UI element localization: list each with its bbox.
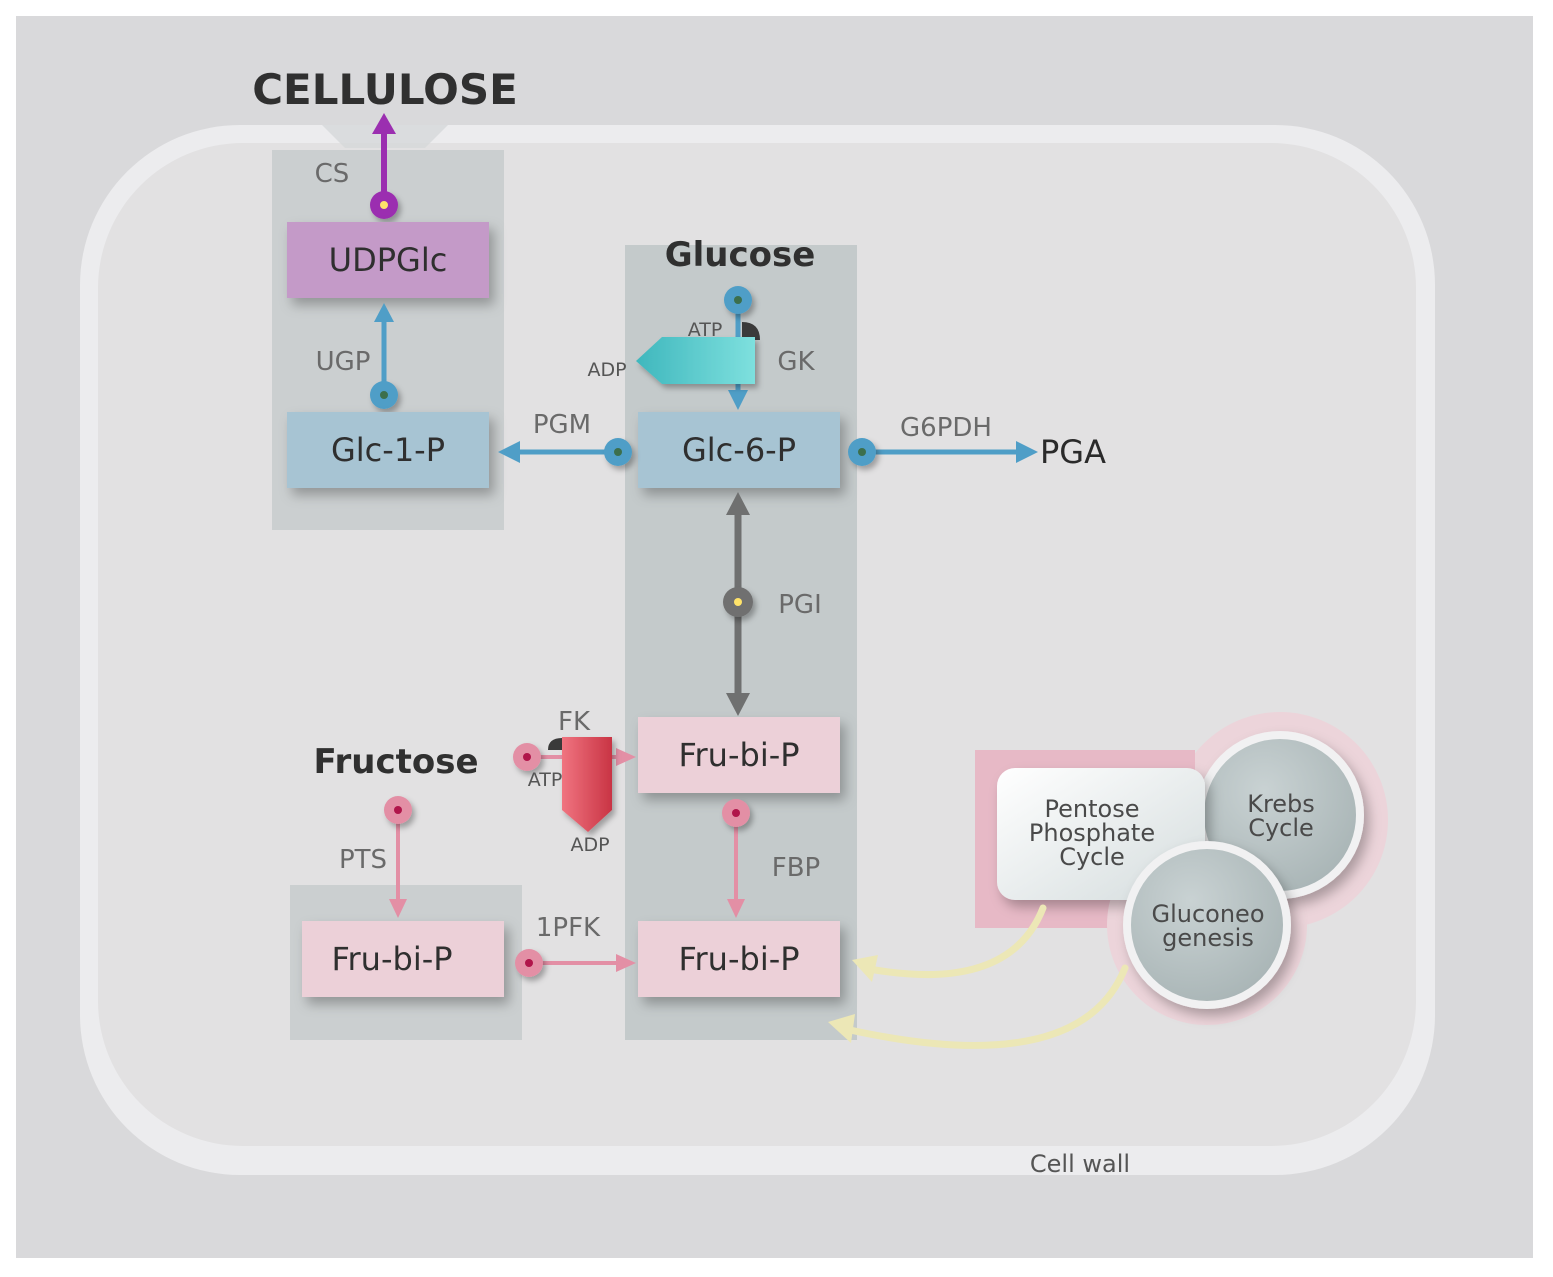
fk-node-center bbox=[523, 753, 531, 761]
glc6p-box bbox=[638, 412, 840, 488]
frubip-bottom-label: Fru-bi-P bbox=[678, 940, 799, 978]
pga-label: PGA bbox=[1040, 433, 1106, 471]
pgi-label: PGI bbox=[778, 590, 822, 620]
gluconeo-return-arrowhead bbox=[828, 1014, 855, 1043]
frubip-top-label: Fru-bi-P bbox=[678, 736, 799, 774]
frubip-left-box bbox=[302, 921, 504, 997]
pentose-label-line1: Pentose bbox=[1045, 795, 1140, 823]
pentose-label-line2: Phosphate bbox=[1029, 819, 1155, 847]
udpglc-label: UDPGlc bbox=[329, 241, 448, 279]
cs-arrowhead bbox=[372, 113, 396, 134]
pfk1-label: 1PFK bbox=[536, 913, 601, 943]
pentose-return-arrowhead bbox=[852, 955, 878, 982]
pts-label: PTS bbox=[339, 845, 387, 875]
udpglc-box bbox=[287, 222, 489, 298]
cellulose-label: CELLULOSE bbox=[252, 65, 518, 114]
gk-arrowhead bbox=[728, 390, 748, 410]
fk-atp-label: ATP bbox=[528, 769, 563, 791]
pgi-node-center bbox=[734, 598, 742, 606]
glc1p-box bbox=[287, 412, 489, 488]
pgm-label: PGM bbox=[533, 410, 591, 440]
glc1p-label: Glc-1-P bbox=[331, 431, 445, 469]
fk-label: FK bbox=[558, 707, 591, 737]
pgm-node-center bbox=[614, 448, 622, 456]
pts-arrowhead bbox=[389, 899, 407, 918]
fbp-node-center bbox=[732, 809, 740, 817]
gluconeo-label-line2: genesis bbox=[1162, 924, 1254, 952]
gluconeo-return-arrow bbox=[846, 964, 1129, 1049]
gk-atp-curl bbox=[742, 322, 760, 340]
ugp-arrowhead bbox=[374, 303, 394, 322]
fk-ribbon bbox=[562, 737, 612, 832]
pfk1-node-center bbox=[525, 959, 533, 967]
g6pdh-arrowhead bbox=[1016, 441, 1038, 463]
ugp-label: UGP bbox=[316, 347, 371, 377]
pts-node-center bbox=[394, 806, 402, 814]
g6pdh-node-center bbox=[858, 448, 866, 456]
glucose-label: Glucose bbox=[665, 235, 816, 275]
gluconeo-circle bbox=[1123, 841, 1291, 1009]
fructose-label: Fructose bbox=[313, 742, 478, 782]
pgi-arrowhead-up bbox=[726, 492, 750, 515]
cell-wall-label: Cell wall bbox=[1030, 1150, 1130, 1178]
gk-node-center bbox=[734, 296, 742, 304]
gluconeo-label-line1: Gluconeo bbox=[1151, 900, 1264, 928]
g6pdh-label: G6PDH bbox=[900, 413, 992, 443]
gk-adp-label: ADP bbox=[587, 359, 626, 381]
pentose-label-line3: Cycle bbox=[1059, 843, 1125, 871]
krebs-label-line1: Krebs bbox=[1247, 790, 1315, 818]
pgi-arrowhead-down bbox=[726, 693, 750, 716]
gk-atp-label: ATP bbox=[688, 319, 723, 341]
frubip-bottom-box bbox=[638, 921, 840, 997]
glc6p-label: Glc-6-P bbox=[682, 431, 796, 469]
gk-label: GK bbox=[777, 347, 815, 377]
cs-node-center bbox=[380, 201, 388, 209]
frubip-top-box bbox=[638, 717, 840, 793]
ugp-node-center bbox=[380, 391, 388, 399]
frubip-left-label: Fru-bi-P bbox=[331, 940, 452, 978]
krebs-label-line2: Cycle bbox=[1248, 814, 1314, 842]
fk-arrowhead bbox=[616, 748, 636, 766]
pfk1-arrowhead bbox=[616, 954, 636, 972]
fbp-label: FBP bbox=[772, 853, 820, 883]
cs-label: CS bbox=[315, 159, 350, 189]
pgm-arrowhead bbox=[498, 441, 520, 463]
pentose-return-arrow bbox=[871, 904, 1047, 979]
fk-adp-label: ADP bbox=[570, 834, 609, 856]
gk-ribbon bbox=[636, 337, 755, 384]
fbp-arrowhead bbox=[727, 899, 745, 918]
